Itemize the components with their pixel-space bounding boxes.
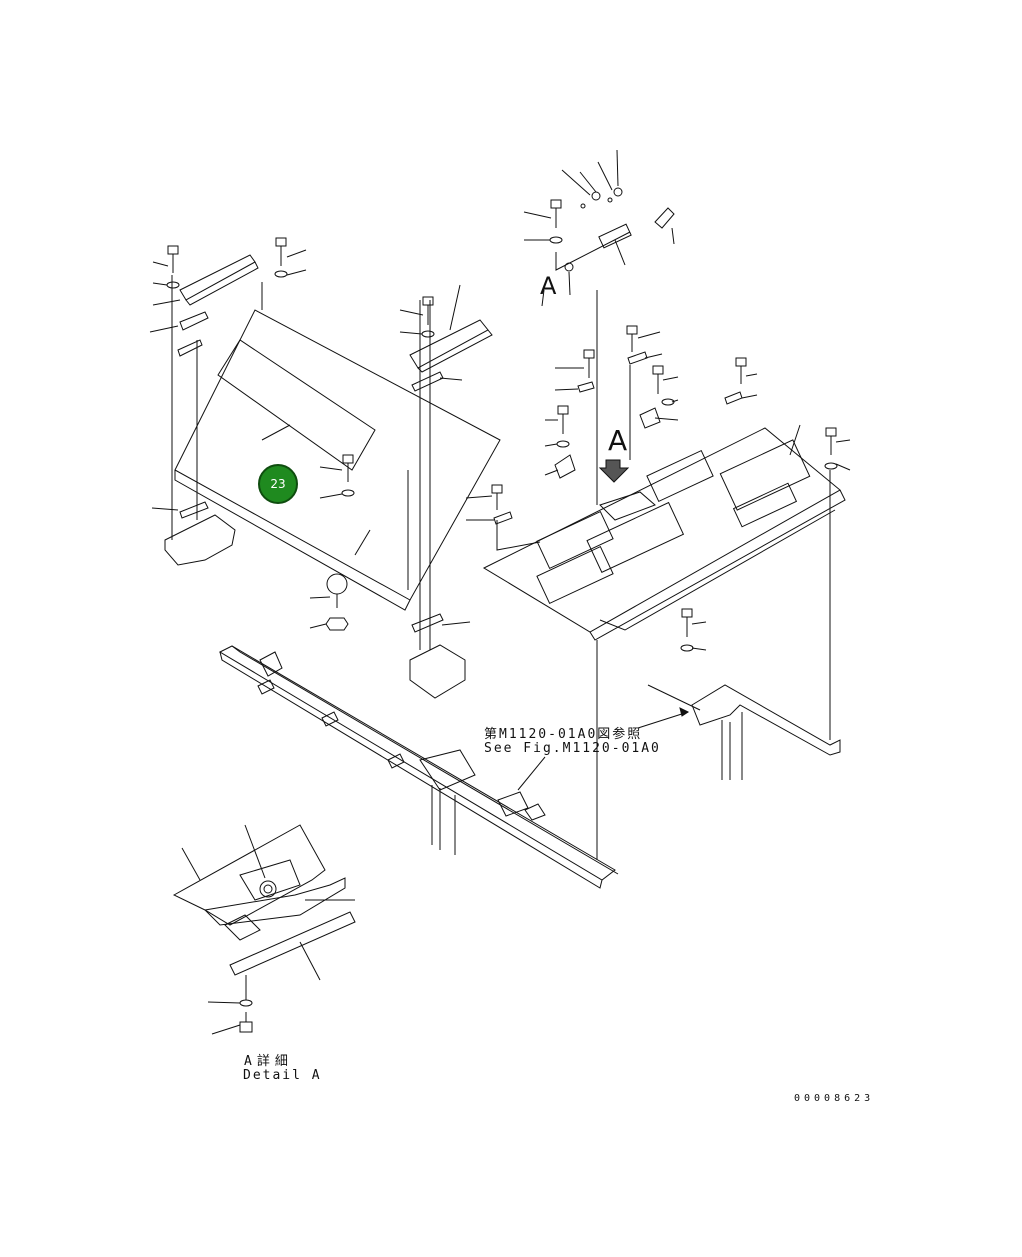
leader-lines-right [465,149,851,651]
detail-a-drawing [172,824,356,1035]
part-callout-23[interactable]: 23 [258,464,298,504]
center-top-bracket [409,319,493,392]
detail-label-jp: A詳細 [244,1054,293,1069]
lower-left-bracket [164,501,236,566]
bolt-group-right [491,199,838,652]
lower-center-bracket [409,613,466,699]
bolt-group-left [166,237,435,631]
left-top-bracket [177,254,259,357]
reference-label-en: See Fig.M1120-01A0 [484,741,661,756]
left-cover-plate [171,275,501,650]
leader-lines-left [149,249,471,629]
right-frame-post [647,684,841,780]
drawing-number: 00008623 [794,1093,875,1104]
part-callout-number: 23 [270,477,286,491]
reference-leaders [517,707,689,791]
view-arrow-label-small: A [540,272,557,300]
vent-slots [536,439,811,605]
right-vented-cover [482,290,846,860]
detail-label-en: Detail A [243,1068,322,1083]
frame-rail [218,645,619,889]
reference-label-jp: 第M1120-01A0図参照 [484,727,643,742]
latch-assembly [555,187,675,272]
view-arrow-a [541,289,630,483]
view-arrow-label: A [608,424,628,457]
